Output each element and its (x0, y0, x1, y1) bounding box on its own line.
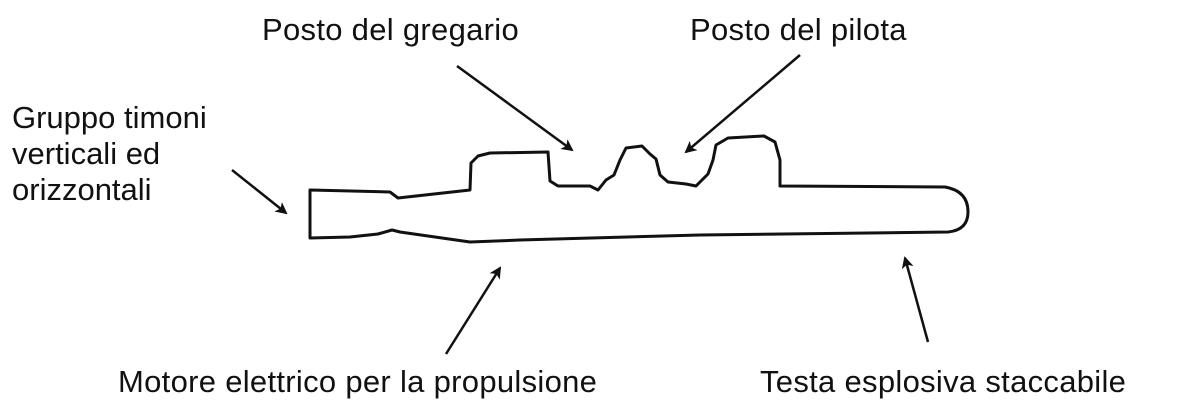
label-electric-motor: Motore elettrico per la propulsione (118, 364, 598, 399)
label-gregario-seat: Posto del gregario (262, 12, 520, 47)
label-rudder-group-line-2: verticali ed (12, 136, 161, 171)
label-rudder-group-line-3: orizzontali (12, 172, 152, 207)
arrow-testa (901, 256, 930, 343)
arrow-pilota (684, 54, 801, 154)
label-pilot-seat: Posto del pilota (690, 12, 907, 47)
label-rudder-group: Gruppo timoni verticali ed orizzontali (12, 100, 207, 208)
arrow-motore (444, 266, 502, 355)
arrow-timoni (231, 169, 288, 215)
label-rudder-group-line-1: Gruppo timoni (12, 100, 207, 135)
arrow-gregario (456, 64, 574, 152)
label-detachable-warhead: Testa esplosiva staccabile (760, 364, 1127, 399)
vehicle-hull-outline (308, 134, 970, 244)
